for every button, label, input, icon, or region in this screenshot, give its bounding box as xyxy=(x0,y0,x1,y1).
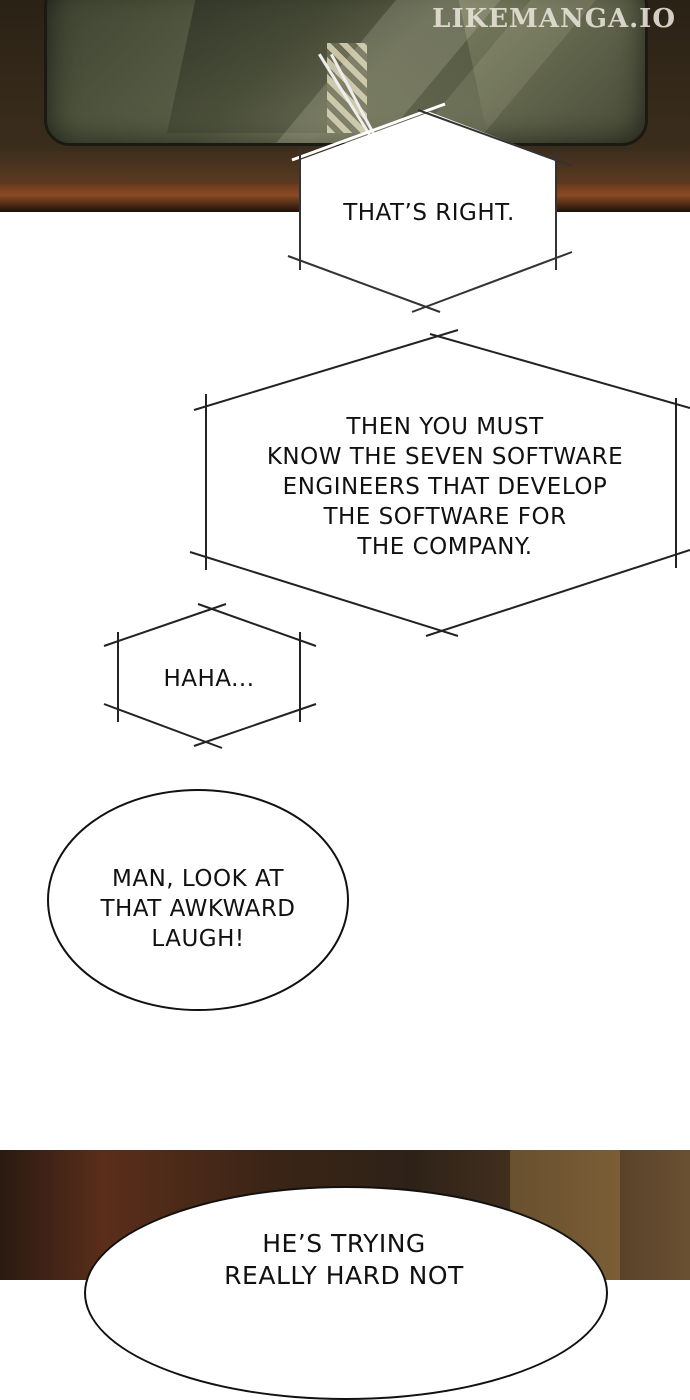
speech-bubbles-layer xyxy=(47,102,690,1011)
bubble-3-text: HAHA... xyxy=(163,666,255,692)
oval-bubble-5 xyxy=(84,1186,608,1400)
oval-bubble-4-outline xyxy=(47,789,349,1011)
bubble-1-text: THAT’S RIGHT. xyxy=(343,200,515,226)
watermark: LIKEMANGA.IO xyxy=(432,4,676,34)
top-panel-illustration: LIKEMANGA.IO xyxy=(0,0,690,212)
hexagon-bubble-3-outline xyxy=(103,603,317,749)
hexagon-bubble-2-outline xyxy=(189,329,690,637)
bubble-5-text: HE’S TRYING REALLY HARD NOT xyxy=(224,1229,464,1290)
bubble-2-text: THEN YOU MUST KNOW THE SEVEN SOFTWARE EN… xyxy=(266,414,624,560)
hexagon-bubble-1-outline xyxy=(287,102,573,313)
bubble-4-text: MAN, LOOK AT THAT AWKWARD LAUGH! xyxy=(100,866,296,952)
hexagon-bubble-1 xyxy=(300,112,556,308)
